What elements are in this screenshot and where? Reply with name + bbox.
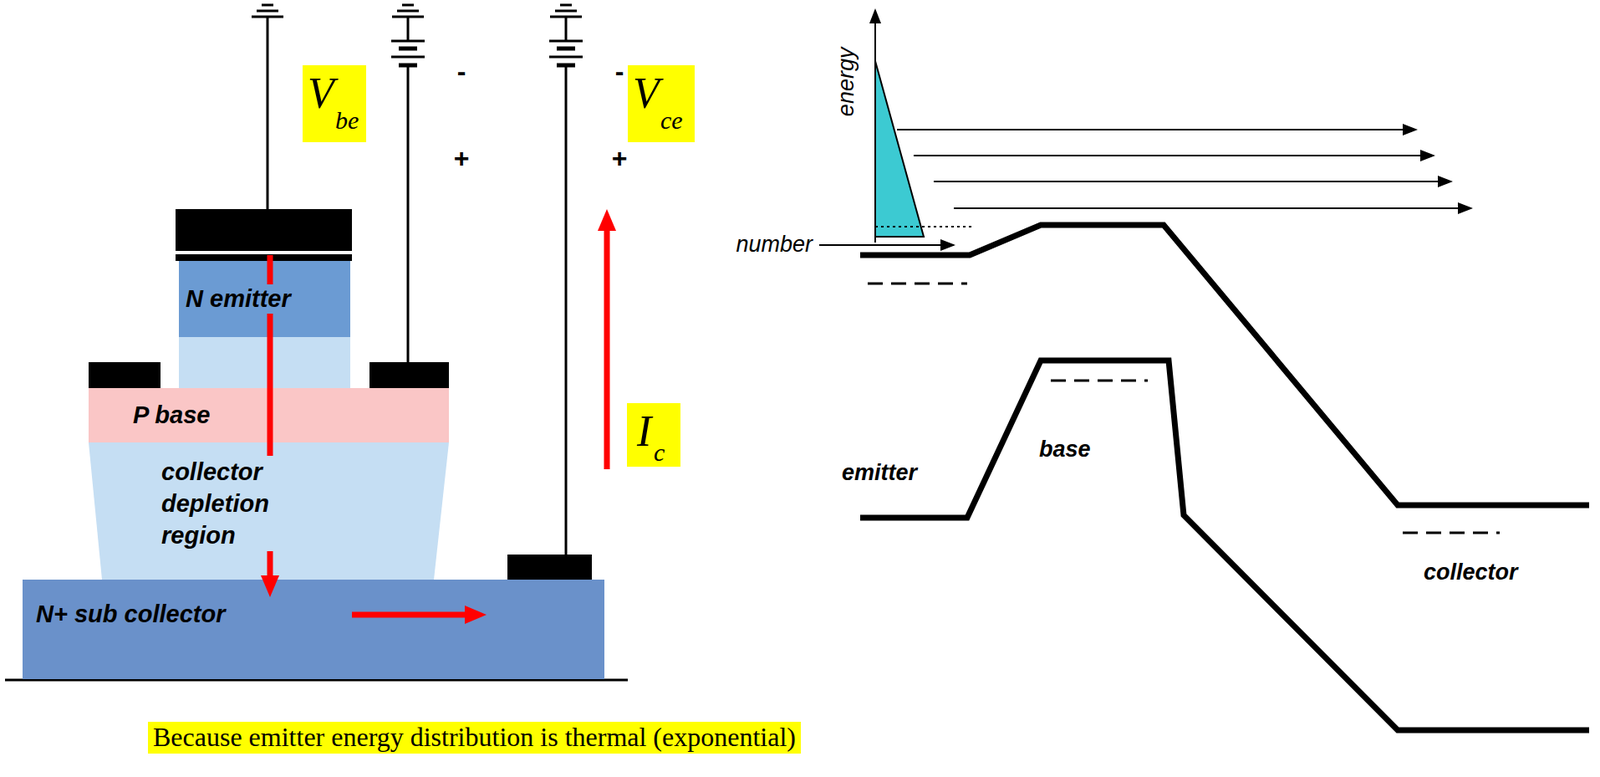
- highlight-box: [626, 402, 681, 467]
- region-label: base: [1039, 437, 1091, 463]
- number-axis: [819, 244, 954, 246]
- voltage-subscript: be: [335, 106, 359, 134]
- energy-axis: [874, 10, 877, 243]
- contact-gap: [175, 250, 352, 255]
- layer-shape: [88, 442, 449, 580]
- axis-label: energy: [834, 47, 860, 118]
- base-contact: [88, 361, 161, 388]
- electron-arrows: [896, 129, 1472, 209]
- dotted-level: [875, 225, 972, 228]
- polarity-sign: -: [615, 56, 625, 87]
- fermi-levels: [867, 283, 1500, 533]
- current-arrow: [351, 611, 469, 618]
- collector-depletion-region: collector depletion region: [88, 442, 449, 580]
- region-label: collector: [1423, 560, 1519, 586]
- axis-label: number: [735, 232, 813, 258]
- region-label: emitter: [841, 460, 918, 486]
- emitter-contact: [175, 208, 352, 251]
- energy-distribution: [875, 61, 924, 237]
- conduction-band: [860, 224, 1590, 505]
- layer-label: N emitter: [185, 284, 291, 314]
- current-arrow: [604, 227, 611, 469]
- highlight-box: [627, 65, 695, 143]
- polarity-sign: +: [453, 143, 470, 174]
- layer-label: N+ sub collector: [35, 599, 225, 629]
- current-subscript: c: [653, 438, 665, 466]
- layer-label: P base: [132, 400, 210, 430]
- current-symbol: I: [636, 407, 652, 455]
- valence-band: [860, 360, 1590, 730]
- emitter-layer: N emitter: [178, 260, 351, 337]
- highlight-box: [302, 65, 367, 143]
- base-contact: [369, 361, 449, 388]
- polarity-sign: -: [457, 56, 467, 87]
- emitter-contact: [175, 254, 352, 261]
- voltage-subscript: ce: [660, 106, 683, 134]
- contacts: [88, 208, 592, 580]
- collector-contact: [507, 554, 592, 580]
- voltage-symbol: V: [307, 69, 335, 118]
- emitter-cap-layer: [178, 336, 351, 388]
- polarity-sign: +: [611, 143, 628, 174]
- voltage-symbol: V: [632, 69, 660, 118]
- note: Because emitter energy distribution is t…: [147, 721, 801, 753]
- battery-symbols: [391, 40, 583, 66]
- layer-label: collector depletion region: [161, 455, 329, 551]
- current-arrow: [267, 254, 274, 579]
- sub-collector-layer: N+ sub collector: [22, 579, 605, 679]
- base-layer: P base: [88, 387, 449, 443]
- ground-symbols: [251, 5, 582, 17]
- band-diagram: [819, 10, 1590, 730]
